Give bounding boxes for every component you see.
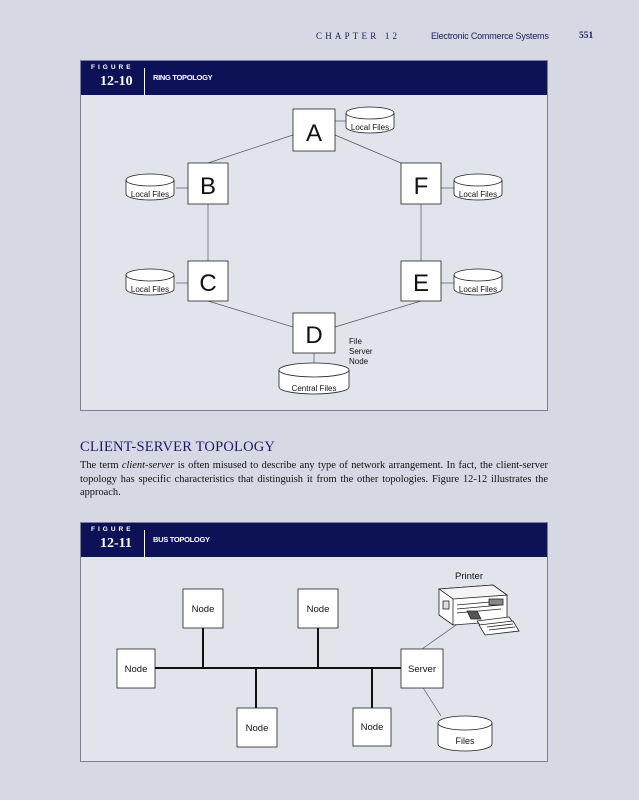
body-paragraph: The term client-server is often misused … — [80, 459, 548, 500]
node-F-label: F — [414, 173, 429, 200]
svg-text:Local Files: Local Files — [459, 190, 497, 199]
paragraph-intro: The term — [80, 460, 122, 471]
running-head: CHAPTER 12 Electronic Commerce Systems 5… — [0, 31, 639, 45]
node-E-label: E — [413, 270, 429, 297]
server-box: Server — [401, 649, 443, 688]
node-E: E — [401, 261, 441, 301]
printer-label: Printer — [455, 571, 483, 582]
paragraph-term: client-server — [122, 460, 175, 471]
figure-separator — [144, 68, 145, 95]
node-A-label: A — [306, 120, 322, 147]
node-A: A — [293, 109, 335, 151]
svg-text:File: File — [349, 337, 362, 346]
bus-node-top-right: Node — [298, 589, 338, 628]
printer-icon — [439, 585, 519, 635]
svg-text:Central Files: Central Files — [292, 384, 337, 393]
bus-node-left: Node — [117, 649, 155, 688]
figure-header: FIGURE 12-10 RING TOPOLOGY — [81, 61, 547, 95]
bus-node-bottom-left: Node — [237, 708, 277, 747]
node-F: F — [401, 163, 441, 204]
svg-text:Server: Server — [349, 347, 373, 356]
figure-bus-topology: Node Node Node Node Node Server Printer — [80, 522, 548, 762]
svg-text:Node: Node — [192, 604, 215, 615]
svg-text:Server: Server — [408, 664, 436, 675]
chapter-title: Electronic Commerce Systems — [431, 31, 549, 41]
bus-topology-diagram: Node Node Node Node Node Server Printer — [81, 523, 549, 763]
svg-text:Node: Node — [361, 722, 384, 733]
node-D: D — [293, 313, 335, 353]
figure-title: BUS TOPOLOGY — [153, 535, 210, 544]
figure-ring-topology: A B F C E D Local Files Local File — [80, 60, 548, 411]
svg-text:Local Files: Local Files — [131, 285, 169, 294]
chapter-label: CHAPTER 12 — [316, 31, 400, 41]
bus-node-bottom-right: Node — [353, 708, 391, 746]
figure-tag: FIGURE — [91, 526, 134, 533]
svg-text:Files: Files — [455, 736, 475, 746]
figure-number: 12-10 — [100, 74, 133, 90]
node-B: B — [188, 163, 228, 204]
section-heading: CLIENT-SERVER TOPOLOGY — [80, 439, 275, 456]
figure-title: RING TOPOLOGY — [153, 73, 212, 82]
local-files-C: Local Files — [126, 269, 174, 295]
bus-lines — [155, 628, 401, 708]
figure-header: FIGURE 12-11 BUS TOPOLOGY — [81, 523, 547, 557]
svg-text:Local Files: Local Files — [131, 190, 169, 199]
node-B-label: B — [200, 173, 216, 200]
node-D-label: D — [305, 322, 322, 349]
svg-text:Local Files: Local Files — [351, 123, 389, 132]
svg-text:Node: Node — [307, 604, 330, 615]
local-files-F: Local Files — [454, 174, 502, 200]
local-files-A: Local Files — [346, 107, 394, 133]
central-files: Central Files — [279, 363, 349, 394]
figure-tag: FIGURE — [91, 64, 134, 71]
local-files-E: Local Files — [454, 269, 502, 295]
figure-separator — [144, 530, 145, 557]
bus-node-top-left: Node — [183, 589, 223, 628]
svg-text:Node: Node — [246, 723, 269, 734]
page-number: 551 — [579, 31, 593, 41]
svg-text:Node: Node — [349, 357, 369, 366]
files-cylinder: Files — [438, 716, 492, 751]
svg-text:Local Files: Local Files — [459, 285, 497, 294]
node-C: C — [188, 261, 228, 301]
file-server-note: File Server Node — [349, 337, 373, 366]
node-C-label: C — [199, 270, 216, 297]
ring-topology-diagram: A B F C E D Local Files Local File — [81, 61, 549, 412]
local-files-B: Local Files — [126, 174, 174, 200]
figure-number: 12-11 — [100, 536, 132, 552]
svg-text:Node: Node — [125, 664, 148, 675]
